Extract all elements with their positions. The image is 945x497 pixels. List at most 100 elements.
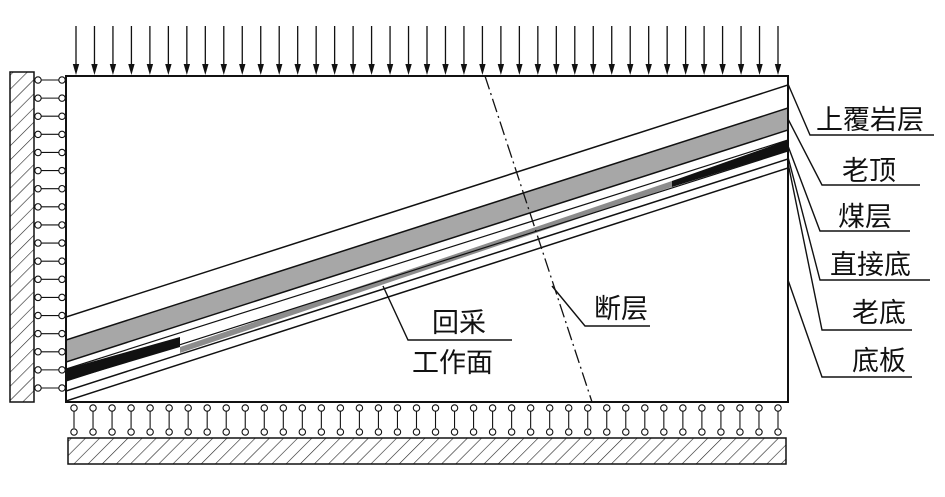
left-roller <box>34 112 66 120</box>
load-arrow <box>423 26 431 75</box>
bottom-roller <box>165 404 173 436</box>
main-roof-top-line <box>66 107 788 341</box>
bottom-roller <box>374 404 383 436</box>
bottom-roller <box>260 404 269 436</box>
label-coal-seam: 煤层 <box>838 202 892 233</box>
left-roller <box>34 348 66 356</box>
load-arrow <box>608 26 615 75</box>
bottom-roller <box>108 404 116 436</box>
load-arrow <box>312 26 320 75</box>
left-roller <box>34 184 66 193</box>
left-roller <box>34 329 66 338</box>
bottom-roller <box>393 404 402 436</box>
load-arrow <box>128 26 135 75</box>
load-arrow <box>460 26 468 75</box>
coal-seam-left <box>66 337 180 381</box>
load-arrow <box>553 26 560 75</box>
left-roller <box>34 275 66 284</box>
bottom-roller <box>622 404 630 436</box>
left-fixed-wall <box>9 71 35 403</box>
load-arrow <box>257 26 264 75</box>
bottom-roller <box>89 404 97 436</box>
load-arrow <box>497 26 505 75</box>
bottom-roller <box>355 404 364 436</box>
main-roof-bottom-line <box>66 129 788 363</box>
leader-working-face <box>382 285 512 341</box>
left-roller <box>34 130 66 139</box>
leader-immediate-floor <box>787 156 930 281</box>
strata-layers <box>66 76 788 402</box>
bottom-roller <box>717 404 725 436</box>
left-roller <box>34 221 66 229</box>
leader-coal <box>787 145 910 232</box>
bottom-roller <box>641 404 649 436</box>
label-leader-lines <box>382 83 934 378</box>
bottom-roller <box>698 404 706 436</box>
load-arrow <box>109 26 117 75</box>
load-arrow <box>294 26 301 75</box>
left-roller-supports <box>34 76 66 392</box>
load-arrow <box>386 26 394 75</box>
bottom-roller <box>507 404 516 436</box>
label-working-face-line2: 工作面 <box>412 348 493 379</box>
left-roller <box>34 311 66 320</box>
bottom-roller <box>450 404 459 436</box>
left-roller <box>34 239 66 247</box>
load-arrow <box>405 26 412 75</box>
bottom-roller <box>298 404 307 436</box>
bottom-roller <box>184 404 192 436</box>
left-roller <box>34 384 66 392</box>
left-roller <box>34 366 66 374</box>
bottom-roller <box>583 404 592 436</box>
load-arrow <box>534 26 542 75</box>
load-arrow <box>700 26 708 75</box>
leader-base-plate <box>787 279 912 378</box>
label-base-plate: 底板 <box>852 346 906 377</box>
load-arrow <box>91 26 98 75</box>
top-load-arrows <box>72 26 782 75</box>
label-main-roof: 老顶 <box>842 156 896 187</box>
leader-main-roof <box>787 118 920 186</box>
label-immediate-floor: 直接底 <box>830 250 911 281</box>
load-arrow <box>682 26 689 75</box>
overburden-bottom-line <box>66 84 788 318</box>
load-arrow <box>165 26 172 75</box>
load-arrow <box>331 26 338 75</box>
load-arrow <box>627 26 634 75</box>
load-arrow <box>571 26 578 75</box>
load-arrow <box>146 26 154 75</box>
load-arrow <box>756 26 763 75</box>
bottom-roller <box>679 404 687 436</box>
bottom-roller <box>545 404 554 436</box>
left-roller <box>34 76 66 84</box>
goaf-area <box>180 181 672 353</box>
label-fault: 断层 <box>594 294 648 325</box>
bottom-roller <box>564 404 573 436</box>
leader-fault <box>551 285 650 327</box>
load-arrow <box>516 26 523 75</box>
coal-seam-right <box>672 140 788 187</box>
left-roller <box>34 293 66 302</box>
bottom-roller <box>488 404 497 436</box>
leader-main-floor <box>787 162 912 331</box>
bottom-roller <box>127 404 135 436</box>
load-arrow <box>737 26 745 75</box>
left-roller <box>34 148 66 157</box>
bottom-roller <box>241 404 249 436</box>
label-working-face-line1: 回采 <box>432 308 486 339</box>
main-floor-bottom-line <box>66 167 788 402</box>
load-arrow <box>663 26 671 75</box>
bottom-roller <box>526 404 535 436</box>
fault-line <box>484 76 593 402</box>
label-overburden: 上覆岩层 <box>816 105 924 136</box>
label-main-floor: 老底 <box>852 298 906 329</box>
bottom-roller <box>431 404 440 436</box>
load-arrow <box>442 26 449 75</box>
bottom-roller <box>660 404 668 436</box>
bottom-roller <box>203 404 211 436</box>
bottom-roller <box>774 404 782 436</box>
bottom-roller <box>222 404 230 436</box>
main-roof-band <box>66 108 788 362</box>
bottom-roller <box>336 404 345 436</box>
